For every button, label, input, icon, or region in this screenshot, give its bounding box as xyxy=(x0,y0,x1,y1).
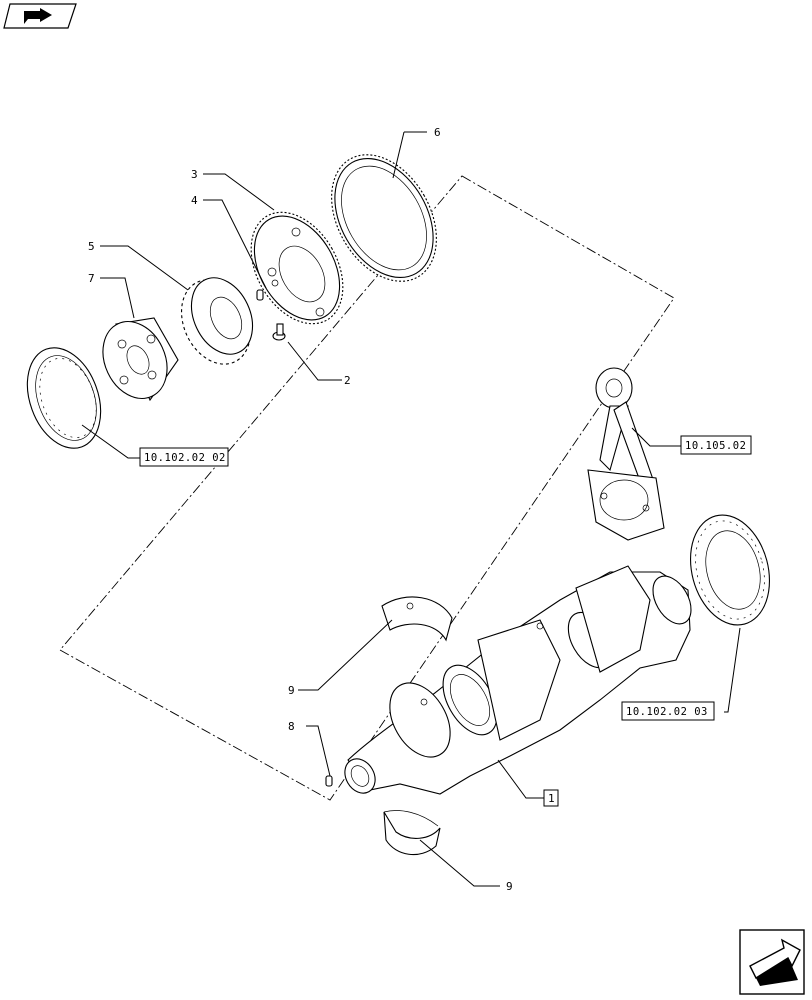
connecting-rod xyxy=(587,367,665,541)
ref-box-rear-seal[interactable]: 10.102.02 03 xyxy=(621,701,715,721)
dowel-pin xyxy=(256,289,264,301)
timing-gear-plate xyxy=(250,211,344,325)
callout-6: 6 xyxy=(434,126,441,139)
callout-4: 4 xyxy=(191,194,198,207)
crankshaft-gear xyxy=(180,277,254,365)
next-page-arrow-icon[interactable] xyxy=(739,929,805,995)
ref-front-seal: 10.102.02 02 xyxy=(144,452,226,464)
ref-conrod: 10.105.02 xyxy=(685,440,746,452)
ref-rear-seal: 10.102.02 03 xyxy=(626,706,708,718)
bearing-shell-upper xyxy=(381,596,453,642)
callout-9-upper: 9 xyxy=(288,684,295,697)
screw xyxy=(272,323,286,341)
front-seal xyxy=(26,347,102,449)
callout-8: 8 xyxy=(288,720,295,733)
pin xyxy=(325,775,333,787)
callout-1: 1 xyxy=(548,792,555,805)
callout-leaders xyxy=(81,131,741,887)
callout-7: 7 xyxy=(88,272,95,285)
assembly-boundary xyxy=(59,175,675,801)
ring-gear xyxy=(331,154,437,282)
ref-box-conrod[interactable]: 10.105.02 xyxy=(680,435,752,455)
callout-3: 3 xyxy=(191,168,198,181)
callout-2: 2 xyxy=(344,374,351,387)
hub-spacer xyxy=(102,317,179,402)
return-arrow-icon[interactable] xyxy=(3,3,77,29)
ref-box-front-seal[interactable]: 10.102.02 02 xyxy=(139,447,229,467)
callout-1-box: 1 xyxy=(543,789,559,807)
crankshaft xyxy=(344,565,692,795)
rear-seal xyxy=(689,514,771,626)
callout-5: 5 xyxy=(88,240,95,253)
callout-9-lower: 9 xyxy=(506,880,513,893)
bearing-shell-lower xyxy=(383,810,441,856)
